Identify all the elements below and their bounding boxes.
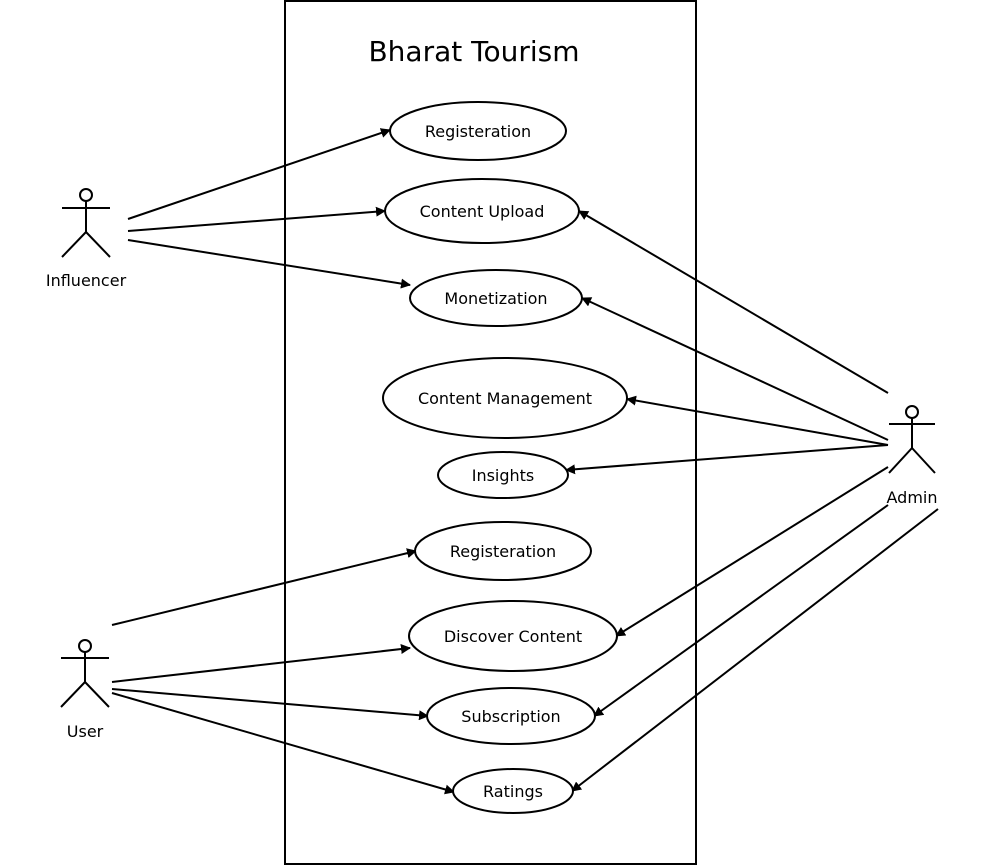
- association-admin-to-ratings: [571, 508, 939, 792]
- use-case-monetization[interactable]: Monetization: [409, 269, 583, 327]
- use-case-registration-user[interactable]: Registeration: [414, 521, 592, 581]
- association-admin-to-insights: [565, 444, 889, 475]
- use-case-label: Monetization: [444, 289, 547, 308]
- use-case-ratings[interactable]: Ratings: [452, 768, 574, 814]
- use-case-label: Registeration: [425, 122, 531, 141]
- use-case-subscription[interactable]: Subscription: [426, 687, 596, 745]
- association-user-to-subscription: [111, 688, 429, 721]
- actor-label: User: [67, 722, 104, 741]
- association-influencer-to-monetization: [127, 239, 411, 289]
- use-case-label: Content Upload: [420, 202, 545, 221]
- association-admin-to-discover-content: [615, 466, 889, 637]
- system-title: Bharat Tourism: [368, 35, 579, 68]
- actor-user[interactable]: User: [60, 639, 110, 741]
- use-case-content-management[interactable]: Content Management: [382, 357, 628, 439]
- use-case-label: Registeration: [450, 542, 556, 561]
- association-admin-to-monetization: [581, 297, 889, 441]
- use-case-discover-content[interactable]: Discover Content: [408, 600, 618, 672]
- system-boundary: [284, 0, 697, 865]
- stick-figure-icon: [888, 405, 936, 474]
- stick-figure-icon: [61, 188, 111, 258]
- actor-label: Influencer: [46, 271, 127, 290]
- use-case-label: Discover Content: [444, 627, 582, 646]
- association-admin-to-content-management: [626, 395, 889, 446]
- association-influencer-to-content-upload: [127, 206, 386, 232]
- stick-figure-icon: [60, 639, 110, 708]
- association-influencer-to-inf-registration: [127, 128, 391, 220]
- use-case-label: Insights: [472, 466, 535, 485]
- associations: [111, 128, 939, 795]
- association-user-to-user-registration: [111, 548, 417, 626]
- use-case-label: Content Management: [418, 389, 592, 408]
- association-admin-to-subscription: [593, 504, 889, 717]
- actor-influencer[interactable]: Influencer: [46, 188, 127, 290]
- use-case-insights[interactable]: Insights: [437, 451, 569, 499]
- actor-admin[interactable]: Admin: [887, 405, 938, 507]
- use-case-label: Subscription: [461, 707, 560, 726]
- actor-label: Admin: [887, 488, 938, 507]
- association-user-to-discover-content: [111, 644, 411, 683]
- use-case-label: Ratings: [483, 782, 543, 801]
- association-admin-to-content-upload: [578, 210, 889, 394]
- use-case-registration-influencer[interactable]: Registeration: [389, 101, 567, 161]
- use-case-content-upload[interactable]: Content Upload: [384, 178, 580, 244]
- association-user-to-ratings: [111, 692, 455, 795]
